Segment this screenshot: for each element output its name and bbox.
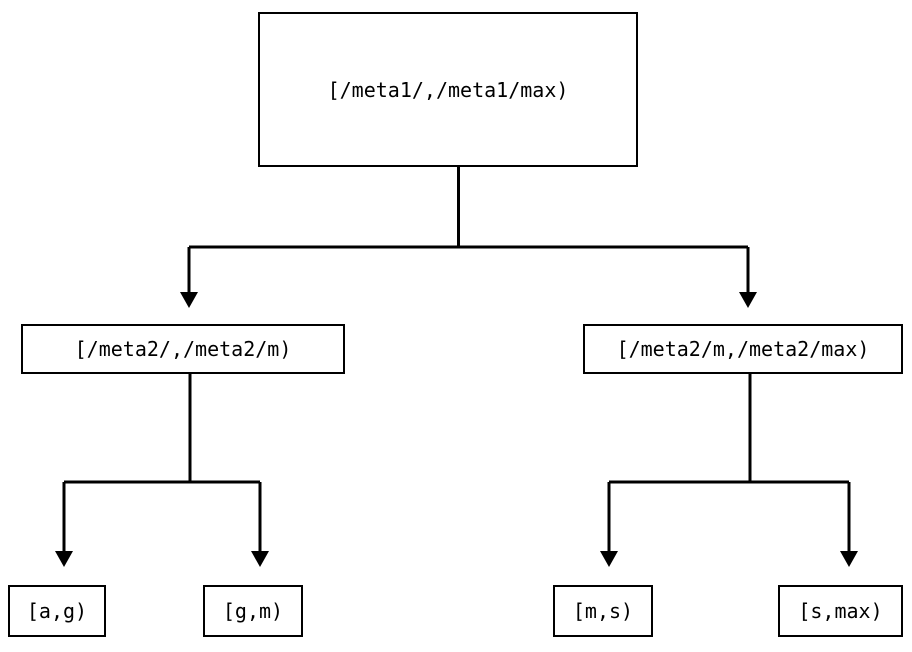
tree-node-leaf-g-m[interactable]: [g,m) [203, 585, 303, 637]
tree-node-root[interactable]: [/meta1/,/meta1/max) [258, 12, 638, 167]
arrowhead-to-leaf-ms [600, 551, 618, 567]
arrowhead-to-l2-left [180, 292, 198, 308]
node-root-label: [/meta1/,/meta1/max) [327, 77, 569, 102]
node-leaf-s-max-label: [s,max) [798, 599, 883, 623]
node-leaf-m-s-label: [m,s) [572, 599, 634, 623]
arrowhead-to-leaf-gm [251, 551, 269, 567]
arrowhead-to-l2-right [739, 292, 757, 308]
arrowhead-to-leaf-ag [55, 551, 73, 567]
node-leaf-g-m-label: [g,m) [222, 599, 284, 623]
tree-node-leaf-a-g[interactable]: [a,g) [8, 585, 106, 637]
tree-node-level2-left[interactable]: [/meta2/,/meta2/m) [21, 324, 345, 374]
tree-node-leaf-s-max[interactable]: [s,max) [778, 585, 903, 637]
tree-node-leaf-m-s[interactable]: [m,s) [553, 585, 653, 637]
node-leaf-a-g-label: [a,g) [26, 599, 88, 623]
node-level2-right-label: [/meta2/m,/meta2/max) [616, 337, 870, 361]
node-level2-left-label: [/meta2/,/meta2/m) [74, 337, 292, 361]
tree-node-level2-right[interactable]: [/meta2/m,/meta2/max) [583, 324, 903, 374]
arrowhead-to-leaf-smax [840, 551, 858, 567]
